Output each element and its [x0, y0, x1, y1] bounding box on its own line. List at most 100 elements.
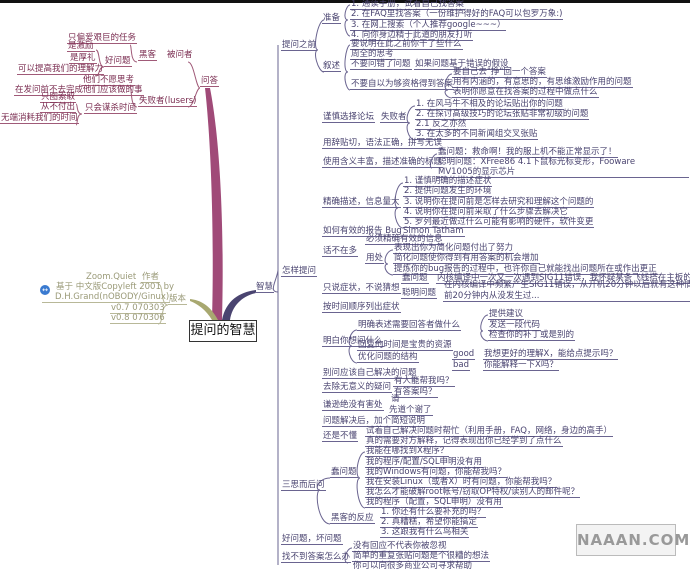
- node-item[interactable]: 要说明在此之前你干了些什么: [350, 39, 463, 50]
- node-title-rule[interactable]: 使用含义丰富，描述准确的标题: [322, 157, 444, 168]
- node-hacker-item[interactable]: 是厚礼: [69, 53, 97, 64]
- node-item[interactable]: 2. 在FAQ里找答案（一份维护得好的FAQ可以包罗万象:): [350, 9, 564, 20]
- node-item[interactable]: 先道个谢了: [388, 405, 433, 416]
- node-item[interactable]: 前20分钟内从没发生过...: [443, 291, 690, 302]
- node-hacker-item[interactable]: 可以提高我们的理解力: [17, 64, 105, 75]
- node-item[interactable]: 我怎么才能破解root帐号/窃取OP特权/读别人的邮件呢？: [365, 487, 581, 498]
- node-item[interactable]: 真的需要对方解释，记得表现出你已经学到了点什么: [365, 436, 563, 447]
- node-know[interactable]: 明白你想问什么: [322, 336, 384, 347]
- node-narrate[interactable]: 叙述: [322, 61, 342, 72]
- node-precise[interactable]: 精确描述，信息量大: [322, 197, 401, 208]
- node-item[interactable]: 你能解释一下X吗？: [483, 360, 559, 371]
- node-good[interactable]: good: [452, 349, 476, 360]
- node-hacker[interactable]: 黑客: [138, 50, 158, 61]
- node-item[interactable]: 你可以向很多商业公司寻求帮助: [352, 561, 473, 569]
- node-item[interactable]: 没有回应不代表你被忽视: [352, 541, 448, 552]
- node-item[interactable]: 要自己去"挣"回一个答案: [452, 67, 547, 78]
- node-item[interactable]: 表明你愿意在找答案的过程中做点什么: [452, 87, 599, 98]
- node-item[interactable]: 2. 在探讨高级技巧的论坛张贴非常初级的问题: [415, 109, 590, 120]
- node-item[interactable]: 2.1 反之亦然: [415, 119, 468, 130]
- node-smart[interactable]: 聪明问题: [401, 288, 438, 299]
- node-loser-item[interactable]: 从不付出: [40, 102, 77, 113]
- node-item[interactable]: 1. 谨慎明确的描述症状: [403, 176, 493, 187]
- node-meaningless[interactable]: 去除无意义的疑问: [322, 382, 393, 393]
- node-chrono[interactable]: 按时间顺序列出症状: [322, 302, 401, 313]
- node-item[interactable]: 我能在哪找到X程序？: [365, 446, 450, 457]
- node-item[interactable]: 2. 真糟糕，希望你能搞定: [380, 517, 478, 528]
- node-item[interactable]: 简单的重复张贴问题是个很糟的想法: [352, 551, 491, 562]
- node-item[interactable]: 我的Windows有问题，你能帮我吗？: [365, 467, 507, 478]
- node-loser-item[interactable]: 无端消耗我们的时间: [0, 113, 79, 124]
- node-item[interactable]: 1. 通读手册，试着自己找答案: [350, 0, 465, 10]
- globe-link-icon[interactable]: ↔: [40, 285, 50, 295]
- node-item[interactable]: 我的程序（配置，SQL申明）没有用: [365, 497, 503, 508]
- node-after[interactable]: 问题解决后，加个简短说明: [322, 416, 427, 427]
- node-item[interactable]: 不要问错了问题: [350, 59, 412, 70]
- node-loser-item[interactable]: 只图索取: [40, 92, 77, 103]
- node-item[interactable]: 3. 这跟我有什么鸟相关: [380, 527, 470, 538]
- node-think-dumb[interactable]: 蠢问题: [330, 467, 358, 478]
- node-use[interactable]: 用处: [365, 253, 385, 264]
- node-item[interactable]: 请: [391, 394, 400, 404]
- node-bug-author[interactable]: Simon Tatham: [402, 226, 465, 237]
- node-qa[interactable]: 问答: [200, 76, 220, 87]
- node-goodbad[interactable]: 好问题，坏问题: [281, 534, 343, 545]
- node-item[interactable]: 蠢问题：救命啊！我的服上机不能正常显示了！: [437, 147, 618, 158]
- node-item[interactable]: 有人能帮我吗？: [393, 376, 455, 387]
- node-item[interactable]: 4. 向你身边精于此道的朋友打听: [350, 30, 474, 41]
- node-item[interactable]: 5. 罗列最近做过什么可能有影响的硬件，软件变更: [403, 217, 595, 228]
- node-how[interactable]: 怎样提问: [281, 266, 318, 277]
- node-item[interactable]: 3. 在网上搜索（个人推荐google~~~）: [350, 20, 507, 31]
- node-noanswer[interactable]: 找不到答案怎么办: [281, 552, 352, 563]
- node-version[interactable]: 版本: [168, 294, 188, 305]
- node-loser-item[interactable]: 只会谋杀时间: [84, 103, 138, 114]
- node-before[interactable]: 提问之前: [281, 40, 318, 51]
- node-self[interactable]: 别问应该自己解决的问题: [322, 368, 418, 379]
- node-item[interactable]: 必须精确有效的信息: [365, 234, 444, 245]
- node-item[interactable]: 3. 说明你在提问前是怎样去研究和理解这个问题的: [403, 197, 595, 208]
- node-hacker-item[interactable]: 是激励: [67, 41, 95, 52]
- node-item[interactable]: 聪明问题：XFree86 4.1下鼠标光标变形，Fooware: [438, 157, 636, 167]
- node-item[interactable]: 内核编译中一次又一次遇到SIG11错误，我怀疑某条飞线搭在主板的走线上了: [436, 273, 690, 284]
- node-bad[interactable]: bad: [452, 360, 470, 371]
- node-think[interactable]: 三思而后问: [281, 480, 326, 491]
- node-item[interactable]: 3. 在太多的不同新闻组交叉张贴: [415, 129, 539, 140]
- node-item[interactable]: 发送一段代码: [488, 320, 542, 331]
- node-item[interactable]: 表现出你为简化问题付出了努力: [393, 243, 515, 254]
- node-item[interactable]: 检查你的补丁或是别的: [488, 330, 576, 341]
- node-bug[interactable]: 如何有效的报告 Bug: [322, 226, 403, 237]
- node-loser[interactable]: 失败者: [380, 112, 408, 123]
- node-item[interactable]: 试着自己解决问题时帮忙（利用手册，FAQ，网络，身边的高手）: [365, 426, 613, 437]
- node-item[interactable]: 在内核编译中频繁产生SIG11错误，从开机20分钟以后就有这种情况，开机: [444, 280, 690, 290]
- node-forum[interactable]: 谨慎选择论坛: [322, 112, 376, 123]
- node-wisdom[interactable]: 智慧: [255, 282, 275, 293]
- node-symptom[interactable]: 只说症状，不说猜想: [322, 283, 401, 294]
- node-item[interactable]: 4. 说明你在提问前采取了什么步骤去解决它: [403, 207, 569, 218]
- node-v07[interactable]: v0.7 070303: [110, 303, 166, 314]
- node-hacker-item[interactable]: 好问题: [104, 56, 132, 67]
- node-still[interactable]: 还是不懂: [322, 431, 359, 442]
- node-dumb[interactable]: 蠢问题: [401, 273, 429, 284]
- node-item[interactable]: 我想更好的理解X，能给点提示吗？: [483, 349, 619, 360]
- node-item[interactable]: 提供建议: [488, 309, 525, 320]
- node-item[interactable]: 提炼你的bug报告的过程中，也许你自己就能找出问题所在或作出更正: [393, 264, 658, 275]
- node-item[interactable]: 2. 提供问题发生的环境: [403, 186, 493, 197]
- node-losers[interactable]: 失败者(lusers): [138, 96, 198, 107]
- node-know-time[interactable]: 回复的时间是宝贵的资源: [357, 340, 453, 351]
- node-know-clear[interactable]: 明确表述需要回答者做什么: [357, 320, 462, 331]
- node-wording[interactable]: 用辞贴切，语法正确，拼写无误: [322, 138, 444, 149]
- node-loser-item[interactable]: 他们不愿思考: [82, 75, 136, 86]
- node-item[interactable]: 我在安装Linux（或者X）时有问题，你能帮我吗？: [365, 477, 558, 488]
- node-item[interactable]: 简化问题使你得到有用答案的机会增加: [393, 253, 540, 264]
- node-item[interactable]: 1. 在风马牛不相及的论坛贴出你的问题: [415, 99, 564, 110]
- node-item[interactable]: 我的程序/配置/SQL申明没有用: [365, 457, 484, 468]
- node-item[interactable]: 1. 你还有什么要补充的吗？: [380, 507, 487, 518]
- node-prep[interactable]: 准备: [322, 13, 342, 24]
- node-item[interactable]: 不要自以为够资格得到答案: [350, 79, 455, 90]
- node-item[interactable]: 有答案吗？: [393, 387, 438, 398]
- node-know-struct[interactable]: 优化问题的结构: [357, 352, 419, 363]
- node-item[interactable]: 如果问题基于错误的假设: [414, 59, 510, 70]
- node-loser-item[interactable]: 在发问前不去完成他们应该做的事: [14, 85, 144, 96]
- node-item[interactable]: 用有内涵的，有意思的，有思维激励作用的问题: [452, 77, 633, 88]
- node-hacker-reaction[interactable]: 黑客的反应: [330, 513, 375, 524]
